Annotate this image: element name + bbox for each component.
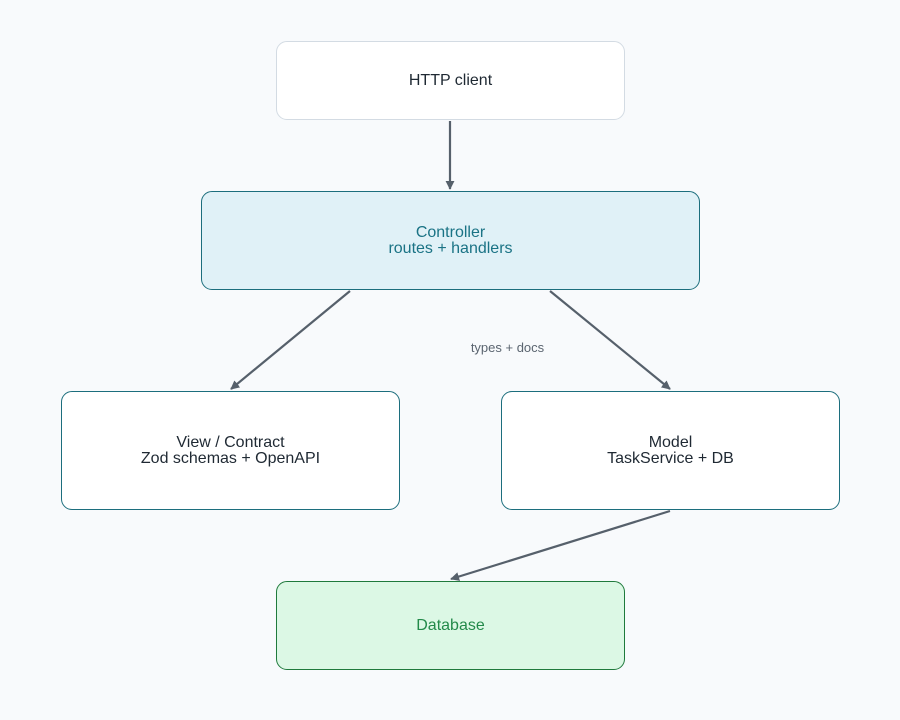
node-controller-title: Controller xyxy=(415,223,486,241)
node-view-contract: View / Contract Zod schemas + OpenAPI xyxy=(61,391,400,510)
node-database-label: Database xyxy=(416,616,485,634)
edge-label-types-docs: types + docs xyxy=(470,340,545,355)
edge-controller-to-model xyxy=(549,290,671,390)
node-controller: Controller routes + handlers xyxy=(201,191,700,290)
node-http-client-label: HTTP client xyxy=(408,71,493,89)
node-model-subtitle: TaskService + DB xyxy=(607,449,734,467)
edge-model-to-database xyxy=(450,509,671,581)
node-controller-subtitle: routes + handlers xyxy=(388,239,513,257)
node-model-title: Model xyxy=(648,433,693,451)
node-http-client: HTTP client xyxy=(276,41,625,120)
node-view-contract-title: View / Contract xyxy=(176,433,285,451)
edge-controller-to-view xyxy=(230,290,351,390)
node-model: Model TaskService + DB xyxy=(501,391,840,510)
node-database: Database xyxy=(276,581,625,670)
node-view-contract-subtitle: Zod schemas + OpenAPI xyxy=(140,449,321,467)
